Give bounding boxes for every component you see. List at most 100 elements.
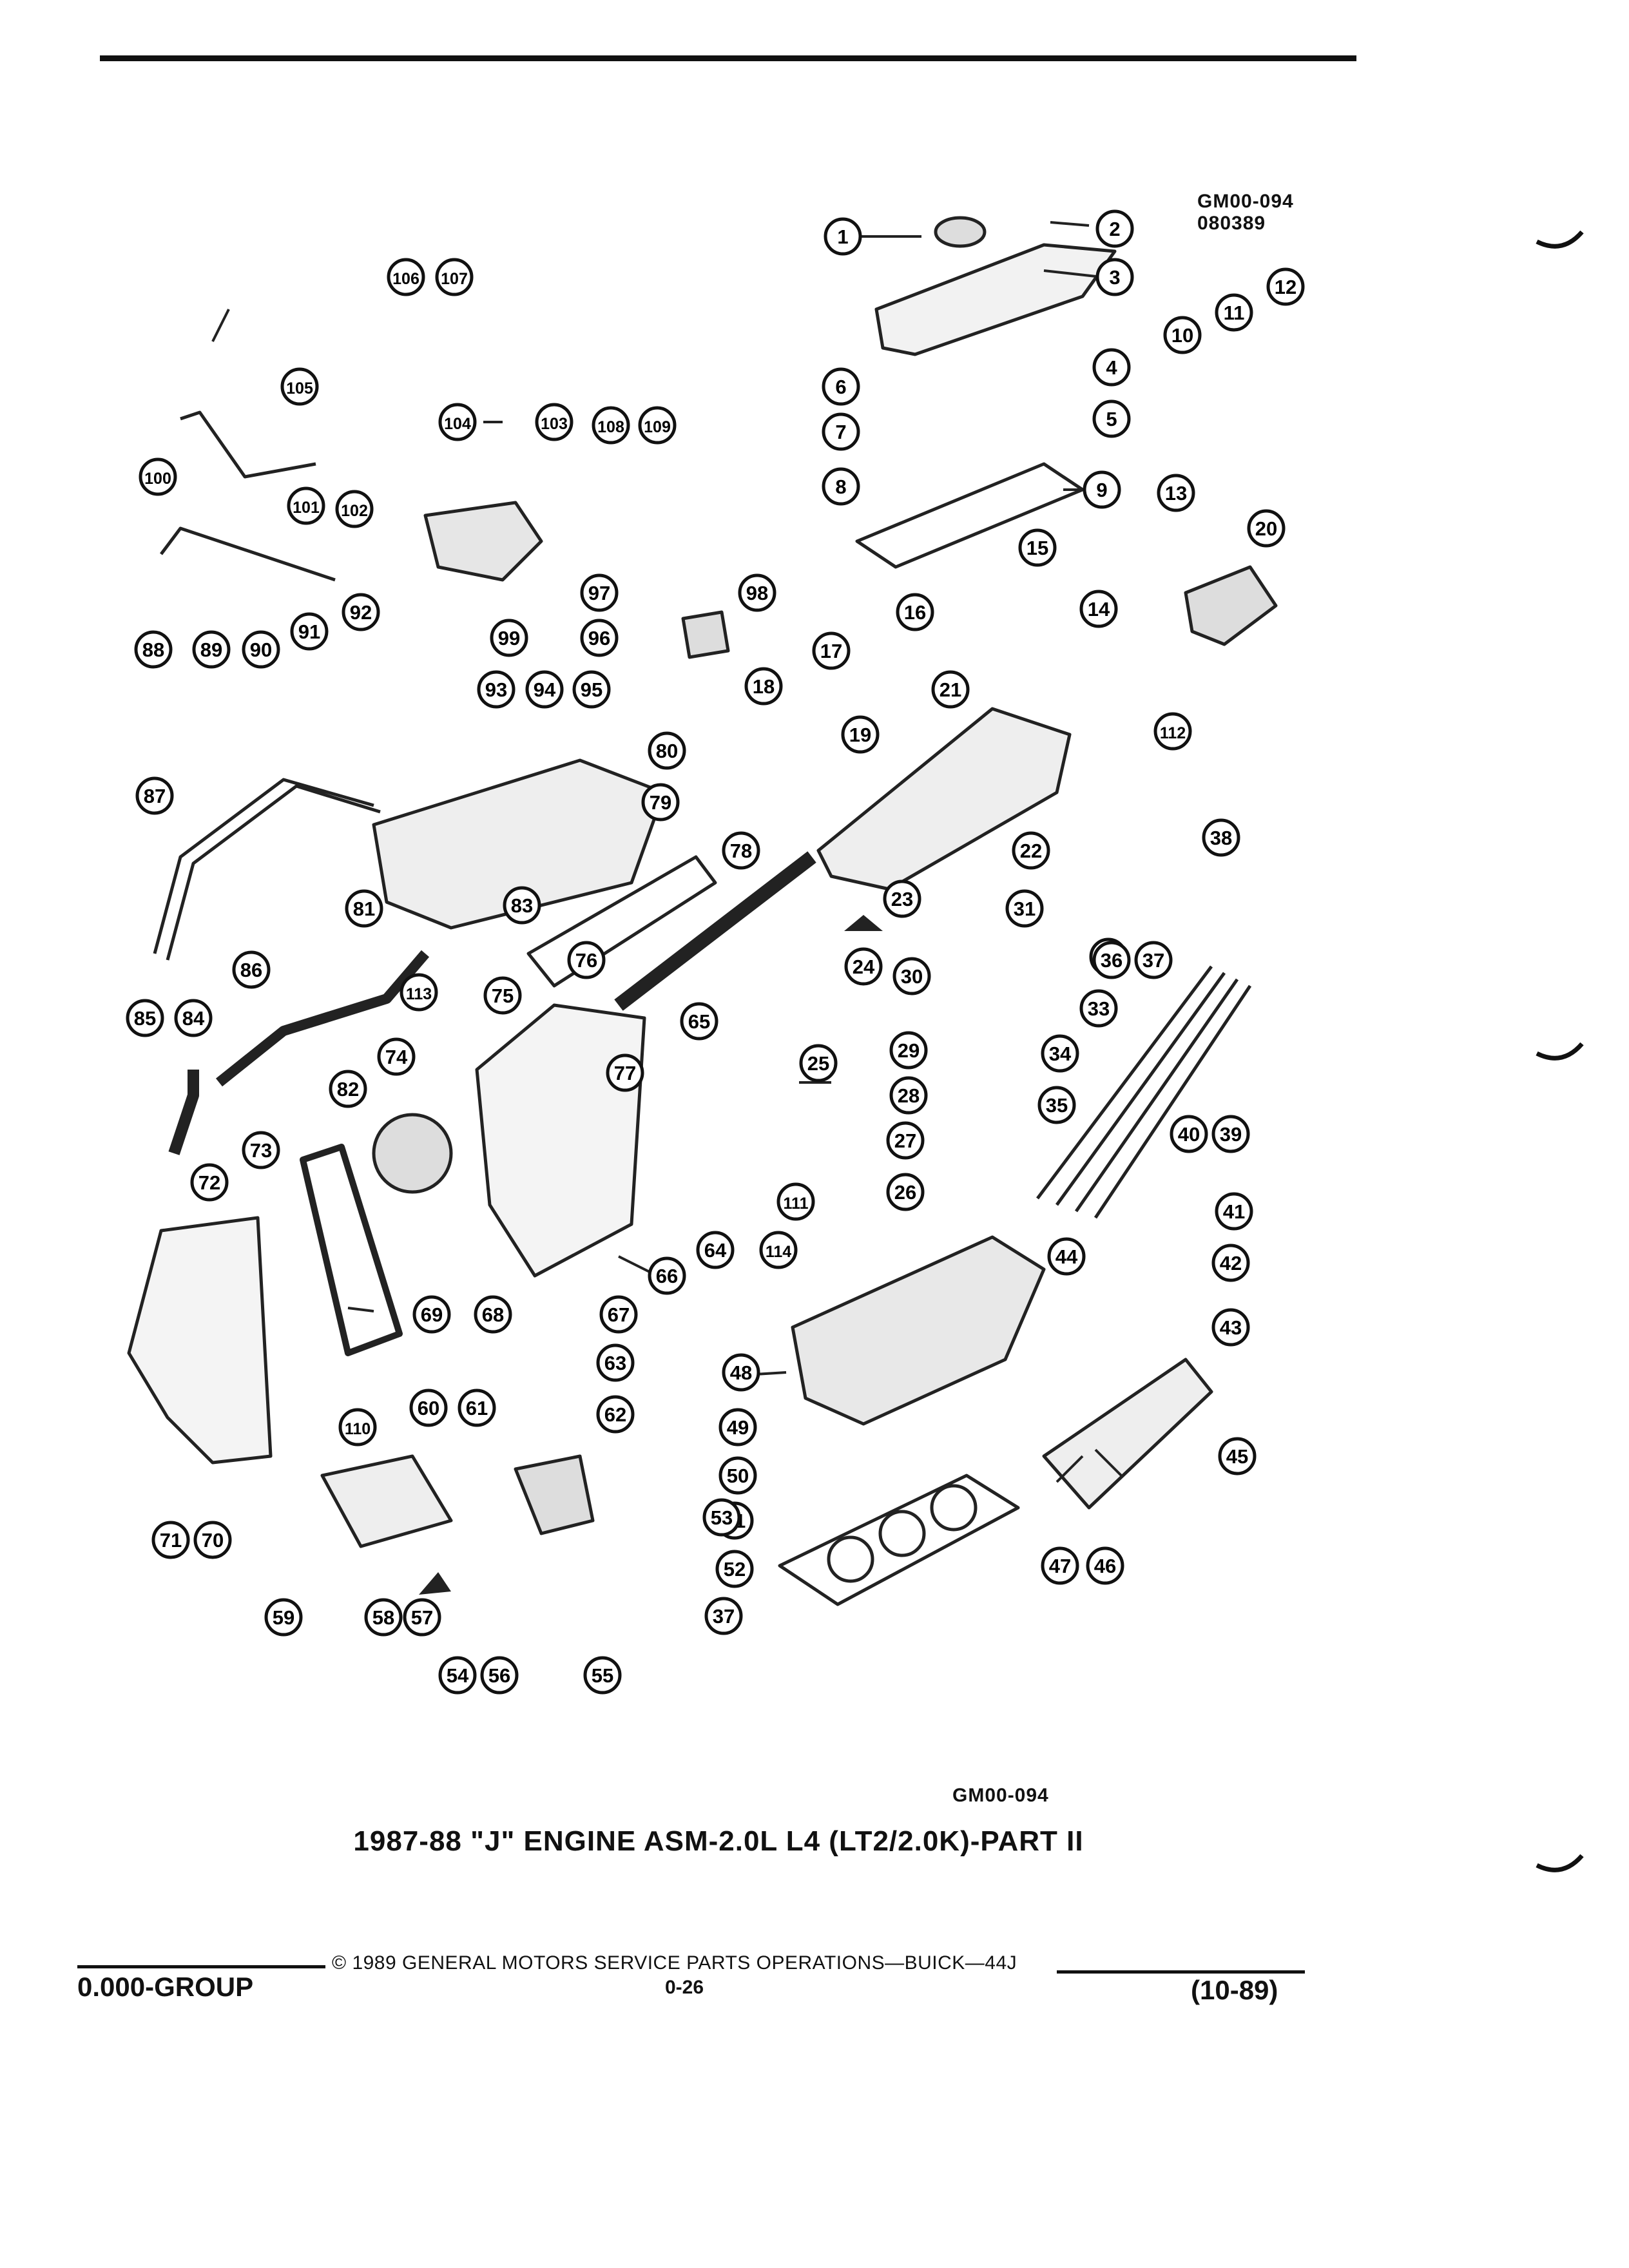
callout-85: 85 — [126, 999, 164, 1037]
callout-93: 93 — [477, 670, 516, 709]
callout-number: 54 — [447, 1664, 469, 1687]
callout-72: 72 — [190, 1163, 229, 1202]
callout-number: 98 — [746, 582, 768, 604]
callout-number: 17 — [820, 640, 842, 662]
callout-number: 70 — [202, 1529, 224, 1552]
callout-number: 11 — [1224, 302, 1245, 324]
callout-65: 65 — [680, 1002, 718, 1041]
callout-number: 103 — [541, 415, 568, 433]
callout-21: 21 — [931, 670, 970, 709]
callout-56: 56 — [480, 1656, 519, 1695]
callout-70: 70 — [193, 1521, 232, 1559]
callout-60: 60 — [409, 1389, 448, 1427]
callout-82: 82 — [329, 1070, 367, 1108]
callout-91: 91 — [290, 612, 329, 651]
callout-number: 58 — [372, 1606, 394, 1629]
callout-number: 14 — [1088, 598, 1110, 620]
callout-number: 57 — [411, 1606, 433, 1629]
callout-107: 107 — [435, 258, 474, 296]
callout-41: 41 — [1215, 1192, 1253, 1231]
callout-6: 6 — [822, 367, 860, 406]
callout-94: 94 — [525, 670, 564, 709]
callout-23: 23 — [883, 879, 921, 918]
callout-number: 45 — [1226, 1445, 1248, 1468]
callout-15: 15 — [1018, 528, 1057, 567]
callout-29: 29 — [889, 1031, 928, 1070]
callout-10: 10 — [1163, 316, 1202, 354]
callout-20: 20 — [1247, 509, 1286, 548]
callout-22: 22 — [1012, 831, 1050, 870]
callout-97: 97 — [580, 573, 619, 612]
callout-number: 96 — [588, 627, 610, 649]
callout-number: 72 — [198, 1171, 220, 1194]
callout-81: 81 — [345, 889, 383, 928]
callout-64: 64 — [696, 1231, 735, 1269]
callout-31: 31 — [1005, 889, 1044, 928]
callout-number: 85 — [134, 1007, 156, 1030]
callout-80: 80 — [648, 731, 686, 770]
callout-number: 21 — [940, 678, 961, 701]
footer-rule-right — [1057, 1970, 1305, 1974]
callout-54: 54 — [438, 1656, 477, 1695]
callout-28: 28 — [889, 1076, 928, 1115]
callout-89: 89 — [192, 630, 231, 669]
callout-42: 42 — [1211, 1244, 1250, 1282]
callout-96: 96 — [580, 619, 619, 657]
callout-76: 76 — [567, 941, 606, 979]
revision-date: (10-89) — [1191, 1975, 1278, 2005]
callout-number: 40 — [1178, 1123, 1200, 1146]
callout-number: 78 — [730, 840, 752, 862]
callout-44: 44 — [1047, 1237, 1086, 1276]
callout-number: 27 — [894, 1129, 916, 1152]
callout-99: 99 — [490, 619, 528, 657]
callout-49: 49 — [718, 1408, 757, 1446]
timing-front-cover-part — [127, 1216, 273, 1465]
direction-arrow — [419, 1572, 451, 1595]
exhaust-manifold-part — [1042, 1358, 1213, 1510]
callout-4: 4 — [1092, 348, 1131, 387]
callout-55: 55 — [583, 1656, 622, 1695]
callout-number: 56 — [488, 1664, 510, 1687]
thermostat-housing-part — [514, 1454, 595, 1535]
callout-number: 6 — [835, 376, 846, 398]
footer-rule-left — [77, 1965, 325, 1968]
binder-edge-mark — [1536, 1854, 1584, 1872]
callout-19: 19 — [841, 715, 880, 754]
callout-5: 5 — [1092, 399, 1131, 438]
camshaft-part — [614, 851, 816, 1011]
callout-66: 66 — [648, 1256, 686, 1295]
callout-number: 95 — [581, 678, 602, 701]
spark-plug-wires-part — [1036, 965, 1252, 1219]
callout-number: 67 — [608, 1303, 630, 1326]
callout-number: 61 — [466, 1397, 488, 1419]
callout-14: 14 — [1079, 590, 1118, 628]
callout-number: 12 — [1275, 276, 1296, 298]
callout-number: 68 — [482, 1303, 504, 1326]
callout-number: 110 — [345, 1420, 371, 1438]
callout-number: 13 — [1165, 482, 1187, 505]
callout-number: 99 — [498, 627, 520, 649]
vacuum-line-part — [160, 526, 336, 582]
callout-number: 49 — [727, 1416, 749, 1439]
callout-number: 94 — [534, 678, 556, 701]
callout-112: 112 — [1153, 712, 1192, 751]
callout-number: 92 — [350, 601, 372, 624]
callout-95: 95 — [572, 670, 611, 709]
callout-47: 47 — [1041, 1546, 1079, 1585]
top-rule — [100, 55, 1356, 61]
callout-9: 9 — [1083, 470, 1121, 509]
callout-62: 62 — [596, 1395, 635, 1434]
callout-77: 77 — [606, 1053, 644, 1092]
distributor-part — [1184, 565, 1278, 646]
callout-number: 41 — [1223, 1200, 1245, 1223]
callout-110: 110 — [338, 1408, 377, 1446]
callout-number: 77 — [614, 1062, 636, 1084]
timing-rear-cover-part — [475, 1003, 646, 1278]
callout-number: 59 — [273, 1606, 294, 1629]
callout-number: 60 — [418, 1397, 439, 1419]
callout-number: 75 — [492, 985, 514, 1007]
callout-25: 25 — [799, 1044, 838, 1082]
callout-number: 112 — [1160, 724, 1186, 742]
callout-number: 5 — [1106, 408, 1117, 430]
callout-73: 73 — [242, 1131, 280, 1169]
